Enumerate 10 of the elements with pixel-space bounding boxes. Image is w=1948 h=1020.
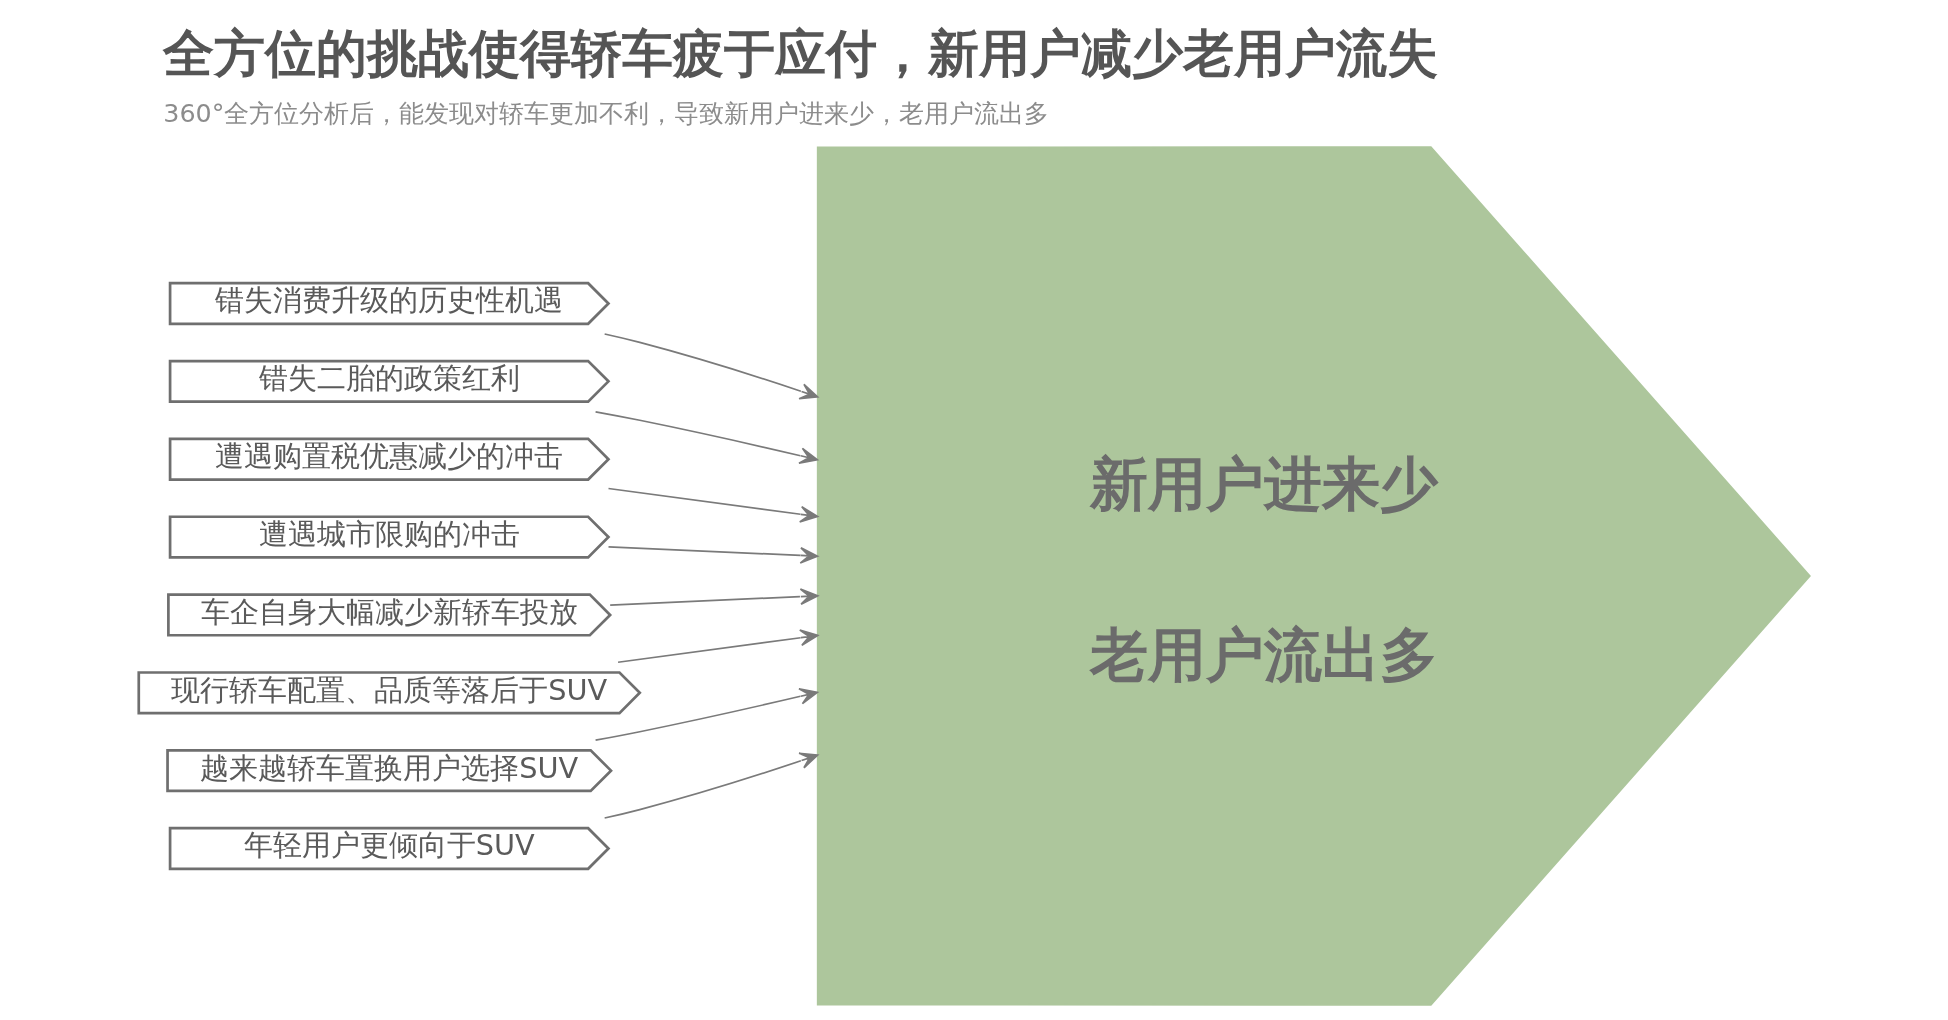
arrow <box>607 546 818 564</box>
diagram-title: 全方位的挑战使得轿车疲于应付，新用户减少老用户流失 <box>162 23 1438 83</box>
caption: 360°全方位分析后，能发现对轿车更加不利，导致新用户进来少，老用户流出多 <box>162 97 1049 128</box>
arrow <box>594 688 818 741</box>
arrow <box>607 487 818 523</box>
arrow <box>608 588 819 606</box>
arrow <box>594 411 818 465</box>
arrow <box>616 629 818 664</box>
arrow <box>603 333 818 400</box>
arrow <box>603 752 818 819</box>
